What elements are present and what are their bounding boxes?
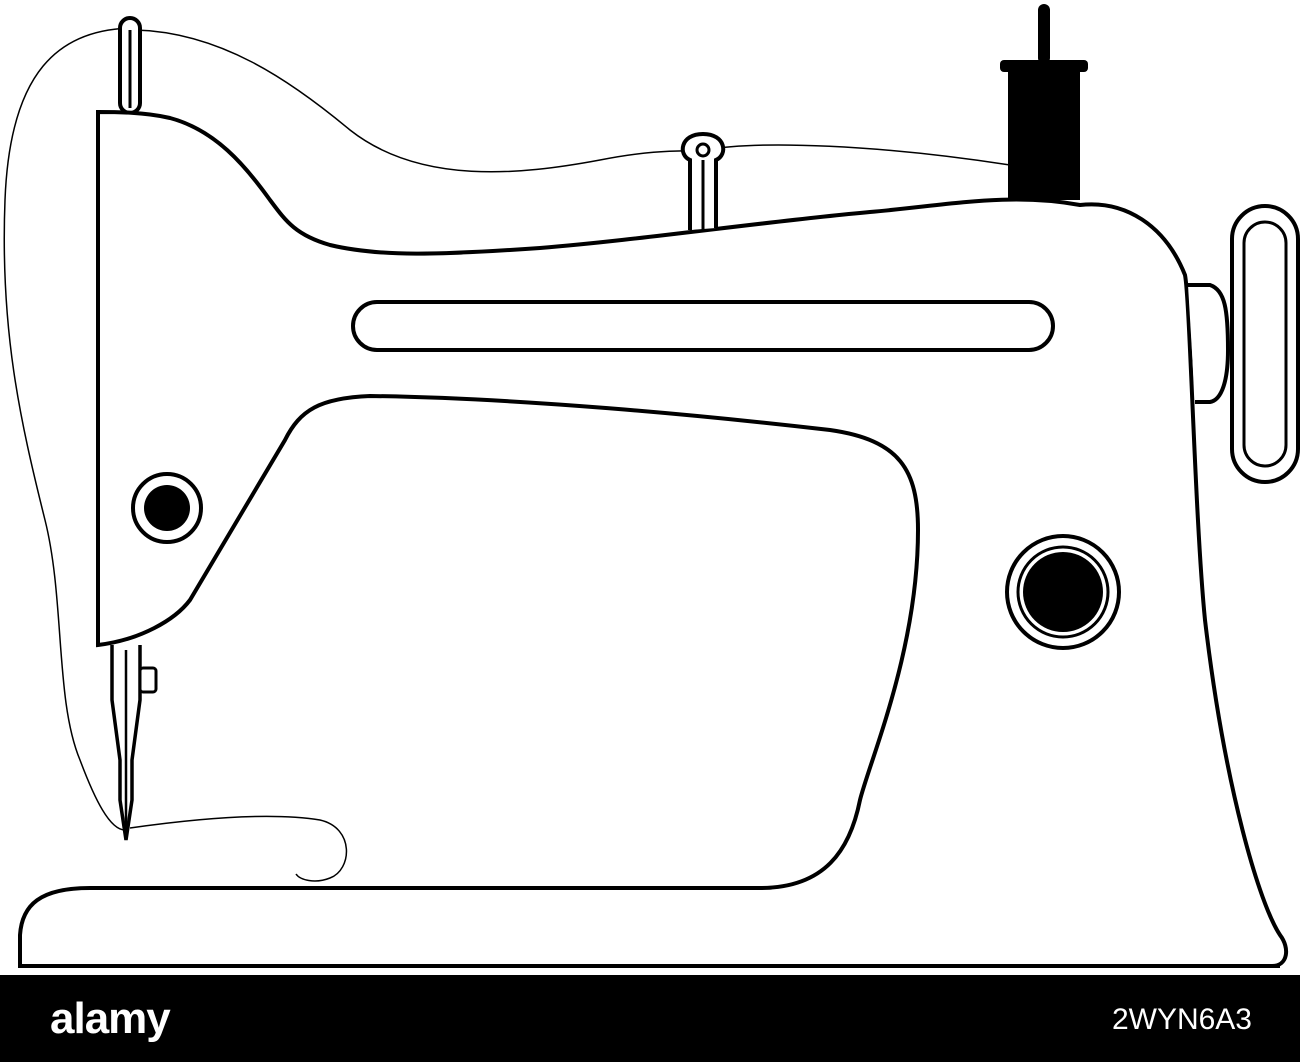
spool-cap (1000, 60, 1088, 72)
brand-logo: alamy (50, 994, 171, 1043)
sewing-machine-illustration (3, 4, 1300, 968)
footer-bar: alamy 2WYN6A3 (0, 975, 1300, 1062)
thread-left (3, 27, 131, 831)
thread-curl (129, 815, 348, 882)
arm-slot (351, 300, 1055, 352)
machine-body (18, 109, 1289, 968)
thread-top (134, 29, 1011, 173)
spool-pin (1038, 4, 1050, 64)
presser-screw (138, 666, 158, 694)
spool (1008, 70, 1080, 200)
image-id-label: 2WYN6A3 (1111, 1003, 1252, 1036)
handwheel-hub (1188, 283, 1231, 404)
